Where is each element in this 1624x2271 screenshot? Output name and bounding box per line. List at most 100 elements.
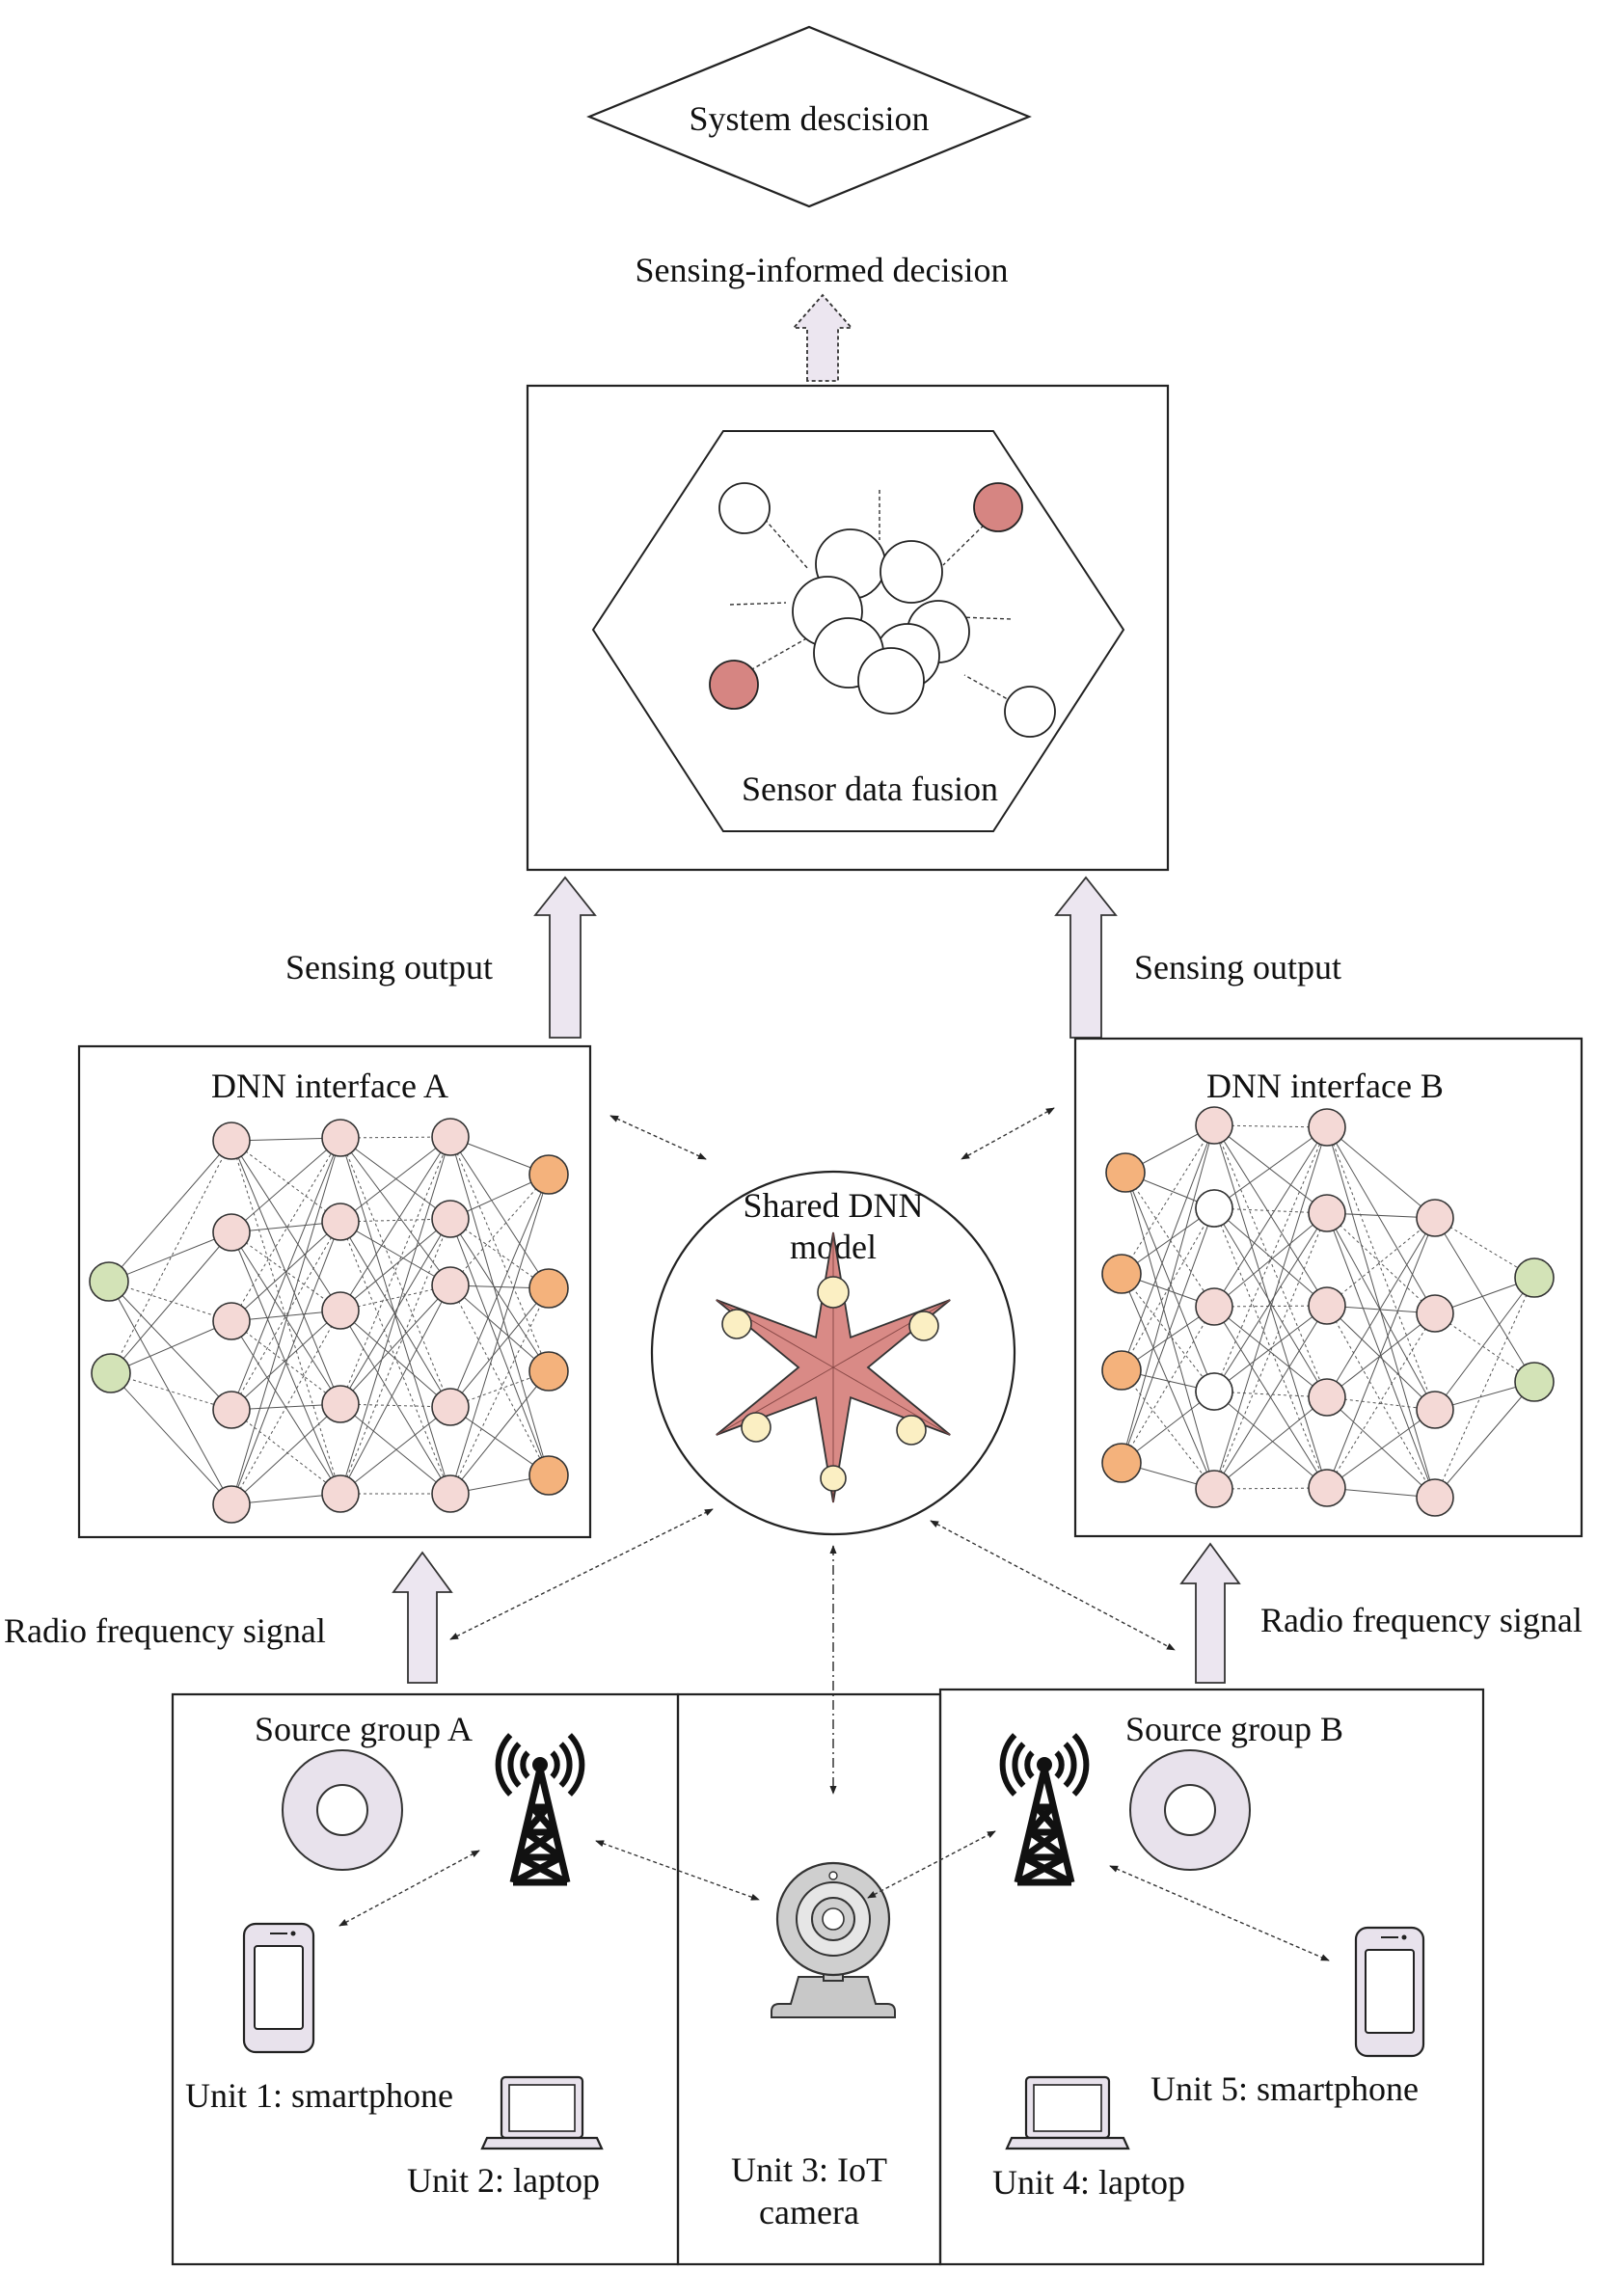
nn-node [212,1213,251,1252]
nn-edge [1326,1305,1436,1499]
signal-wave [1012,1742,1026,1788]
nn-edge [1213,1305,1328,1490]
star-ray [832,1299,951,1368]
nn-node [528,1351,569,1392]
signal-wave [558,1742,573,1788]
nn-edge [1213,1212,1328,1308]
smartphone-a-icon [242,1922,315,2054]
nn-edge [1213,1124,1328,1398]
nn-edge [339,1137,451,1286]
nn-edge [339,1310,451,1495]
nn-edge [1434,1217,1535,1383]
system-decision-node: System descision [586,25,1032,208]
nn-edge [1434,1217,1535,1279]
star-tip-node [820,1465,847,1492]
nn-edge [449,1287,550,1408]
nn-node [212,1122,251,1160]
nn-edge [339,1136,451,1223]
nn-node [1195,1106,1233,1145]
nn-node [1514,1257,1555,1298]
nn-edge [230,1137,341,1233]
unit1-label: Unit 1: smartphone [185,2076,453,2115]
nn-edge [339,1137,451,1220]
star-tip-node [817,1276,850,1309]
nn-node [1308,1286,1346,1325]
signal-wave [1063,1742,1077,1788]
nn-edge [339,1221,451,1286]
nn-node [1105,1152,1146,1193]
nn-edge [230,1137,341,1411]
unit5-label: Unit 5: smartphone [1150,2069,1419,2108]
star-ray [832,1366,951,1436]
nn-edge [108,1281,232,1411]
nn-edge [449,1174,550,1495]
decision-arrow [792,293,853,382]
nn-edge [1213,1126,1328,1490]
interconnect-arrows [449,1107,1176,1795]
nn-node [321,1203,360,1241]
nn-edge [230,1310,341,1505]
smartphone-b-icon [1354,1926,1425,2058]
tower-body [1014,1768,1075,1886]
nn-edge [449,1174,550,1408]
signal-wave [1054,1750,1065,1779]
nn-edge [110,1231,232,1374]
nn-node [321,1119,360,1157]
tower-top [1037,1757,1052,1772]
nn-node [1101,1350,1142,1391]
nn-edge [339,1310,451,1408]
nn-edge [1121,1124,1215,1464]
nn-edge [1326,1126,1436,1219]
nn-node [212,1302,251,1340]
nn-edge [1121,1124,1215,1275]
nn-node [1101,1443,1142,1483]
nn-node [1308,1194,1346,1232]
nn-node [431,1388,470,1426]
nn-edge [1434,1381,1535,1499]
nn-node [431,1200,470,1238]
star-tip-node [896,1415,927,1446]
nn-edge [108,1281,232,1322]
nn-edge [449,1284,550,1372]
nn-edge [110,1372,232,1411]
nn-node [1416,1294,1454,1333]
sensing-output-label-a: Sensing output [285,948,493,987]
nn-edge [449,1218,550,1289]
nn-edge [230,1403,341,1505]
nn-edge [230,1221,341,1411]
nn-edge [1213,1306,1328,1398]
nn-edge [339,1136,451,1311]
signal-wave [550,1750,560,1779]
nn-edge [1121,1207,1215,1464]
dnn-a-network [89,1118,569,1524]
source-group-b-box [938,1688,1485,2266]
nn-edge [1124,1172,1215,1392]
source-b-disc-icon [1129,1749,1251,1871]
nn-node [321,1291,360,1330]
nn-edge [1213,1212,1328,1490]
sensing-output-arrow-a [533,876,597,1039]
nn-edge [230,1140,341,1495]
nn-edge [1213,1126,1328,1209]
unit2-label: Unit 2: laptop [407,2161,600,2200]
nn-edge [339,1137,451,1408]
nn-edge [339,1403,451,1495]
nn-node [212,1391,251,1429]
sensor-data-fusion-label: Sensor data fusion [742,770,998,808]
nn-edge [108,1140,232,1283]
sensing-output-label-b: Sensing output [1134,948,1341,987]
nn-edge [1326,1217,1436,1489]
dnn-interface-a-box [77,1044,592,1539]
dnn-a-title: DNN interface A [211,1067,448,1105]
nn-node [1195,1470,1233,1508]
nn-edge [1434,1277,1535,1411]
nn-edge [108,1231,232,1283]
iot-camera-icon [771,1861,896,2018]
nn-edge [230,1137,341,1505]
nn-node [431,1118,470,1156]
dnn-interface-b-box [1073,1037,1583,1538]
unit4-label: Unit 4: laptop [992,2163,1185,2202]
device-link-arrows [338,1830,1330,1961]
nn-edge [1121,1306,1215,1464]
nn-edge [1213,1212,1328,1392]
